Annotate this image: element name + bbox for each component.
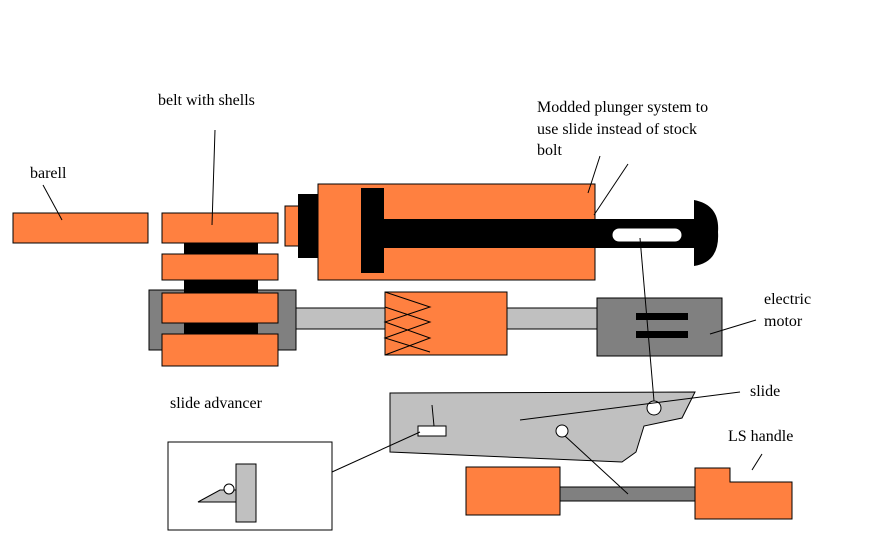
belt-shell: [161, 333, 279, 367]
belt-link: [184, 243, 258, 254]
cam-teeth: [383, 291, 432, 356]
belt-shell: [161, 212, 279, 244]
slide-pivot: [555, 424, 569, 438]
motor-slot: [636, 331, 688, 338]
slide-advancer-label: slide advancer: [170, 395, 263, 412]
plunger-handle: [694, 200, 719, 266]
plunger-seal: [298, 194, 320, 258]
slide-leader-line: [519, 391, 741, 421]
inset-plate: [235, 463, 257, 523]
plunger-label-line3: bolt: [537, 142, 562, 159]
slide-notch: [417, 425, 447, 437]
electric-motor: [596, 297, 723, 357]
electric-motor-label-line1: electric: [764, 291, 811, 308]
motor-leader-line: [709, 319, 757, 335]
belt-with-shells-label: belt with shells: [158, 92, 255, 109]
inset-pin: [223, 483, 235, 495]
electric-motor-label-line2: motor: [764, 313, 803, 330]
ls-handle-link: [564, 435, 629, 495]
ls-handle-label: LS handle: [728, 428, 793, 445]
slide-label: slide: [750, 383, 780, 400]
belt-link: [184, 280, 258, 293]
motor-slot: [636, 313, 688, 320]
plunger-label-line1: Modded plunger system to: [537, 99, 708, 116]
ls-handle-grip: [694, 467, 793, 520]
slide-link-line: [639, 237, 655, 402]
barrel-shape: [12, 212, 149, 244]
slide-notch-leader: [431, 404, 435, 427]
ls-handle-leader-line: [751, 453, 763, 471]
inset-leader-line: [331, 431, 421, 473]
slide-shape: [389, 391, 696, 463]
plunger-leader-line: [587, 155, 601, 194]
cam-teeth: [383, 306, 432, 353]
belt-link: [184, 323, 258, 334]
plunger-head: [361, 188, 384, 273]
belt-leader-line: [211, 129, 216, 226]
barrel-leader-line: [42, 184, 63, 221]
belt-shell: [161, 292, 279, 324]
cam-gear-block: [384, 291, 508, 356]
belt-shell: [161, 253, 279, 281]
ls-handle-block: [465, 466, 561, 516]
plunger-leader-line: [593, 163, 629, 216]
plunger-rod-slot: [611, 227, 683, 243]
plunger-label-line2: use slide instead of stock: [537, 121, 697, 138]
plunger-front-cap: [284, 205, 301, 247]
barrel-label: barell: [30, 165, 67, 182]
